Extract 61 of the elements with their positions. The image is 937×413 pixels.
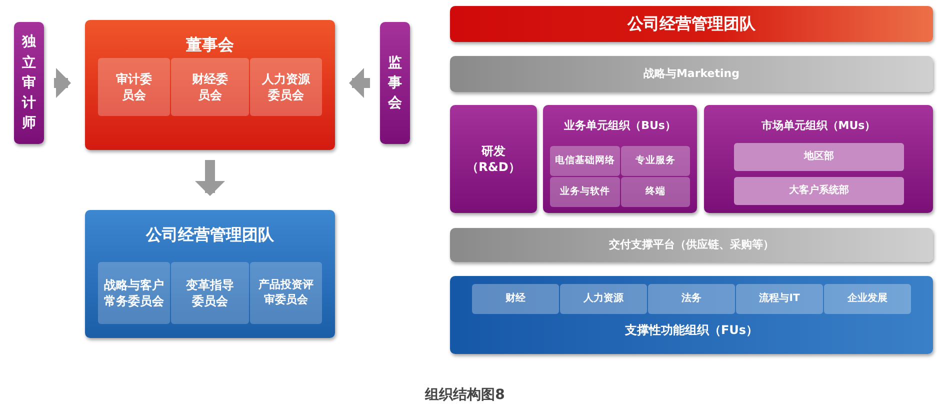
label: 董事会	[186, 34, 234, 56]
committee-cell	[250, 262, 322, 324]
unit-cell	[550, 146, 620, 176]
header-bar	[450, 6, 933, 42]
committee-cell	[250, 58, 322, 116]
label: 专业服务	[636, 154, 676, 168]
committee-cell	[171, 262, 249, 324]
label: 监事会	[388, 54, 402, 114]
committee-cell	[98, 262, 170, 324]
label: 法务	[682, 292, 702, 306]
function-cell	[648, 284, 735, 314]
label: 人力资源	[584, 292, 624, 306]
function-cell	[736, 284, 823, 314]
label: 财经	[506, 292, 526, 306]
label: 独立审计师	[22, 33, 36, 134]
mu-box	[704, 105, 933, 213]
label: 交付支撑平台（供应链、采购等）	[609, 238, 774, 252]
function-cell	[824, 284, 911, 314]
label: 公司经营管理团队	[628, 13, 756, 35]
label: 产品投资评审委员会	[258, 278, 314, 308]
label: 大客户系统部	[789, 184, 849, 198]
label: 审计委员会	[114, 70, 153, 104]
fu-box	[450, 276, 933, 354]
strategy-bar	[450, 56, 933, 92]
label: 支撑性功能组织（FUs）	[624, 322, 758, 338]
unit-cell	[621, 146, 690, 176]
label: 业务与软件	[560, 186, 610, 198]
label: 变革指导委员会	[184, 276, 235, 310]
label: 战略与Marketing	[643, 66, 740, 82]
vertical-box	[380, 22, 410, 144]
block-arrow	[349, 68, 370, 98]
vertical-box	[14, 22, 44, 144]
board-box	[85, 20, 335, 150]
label: 市场单元组织（MUs）	[761, 119, 876, 134]
label: 终端	[646, 186, 666, 198]
label: 战略与客户常务委员会	[102, 276, 165, 310]
label: （R&D）	[466, 159, 520, 176]
label: 公司经营管理团队	[146, 224, 274, 246]
unit-bar	[734, 143, 904, 171]
label: 企业发展	[848, 292, 888, 306]
function-cell	[472, 284, 559, 314]
management-box	[85, 210, 335, 338]
label: 电信基础网络	[555, 154, 615, 168]
unit-cell	[621, 177, 690, 207]
label: 地区部	[804, 150, 834, 164]
committee-cell	[171, 58, 249, 116]
function-cell	[560, 284, 647, 314]
block-arrow	[54, 68, 71, 98]
committee-cell	[98, 58, 170, 116]
platform-bar	[450, 228, 933, 262]
label: 人力资源委员会	[260, 70, 311, 104]
caption: 组织结构图8	[424, 386, 506, 404]
rd-box	[450, 105, 537, 213]
label: 财经委员会	[190, 70, 229, 104]
unit-cell	[550, 177, 620, 207]
label: 研发	[482, 142, 506, 159]
label: 业务单元组织（BUs）	[564, 119, 676, 134]
bu-box	[543, 105, 697, 213]
label: 流程与IT	[759, 292, 800, 306]
block-arrow	[195, 160, 225, 196]
unit-bar	[734, 177, 904, 205]
